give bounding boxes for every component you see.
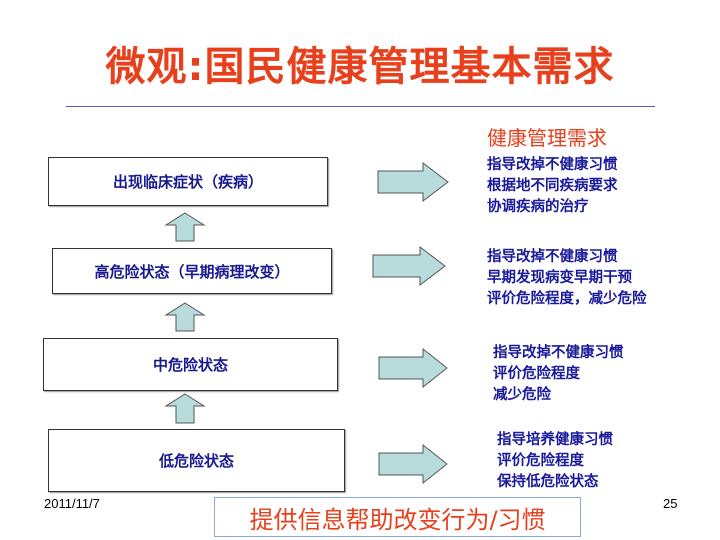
up-arrow-icon — [164, 212, 206, 242]
need-item: 保持低危险状态 — [497, 474, 599, 490]
need-item: 指导改掉不健康习惯 — [487, 249, 618, 265]
need-item: 根据地不同疾病要求 — [487, 178, 618, 194]
up-arrow-icon — [164, 393, 206, 424]
right-arrow-icon — [372, 245, 446, 287]
needs-list-clinical: 指导改掉不健康习惯 根据地不同疾病要求 协调疾病的治疗 — [487, 155, 618, 218]
right-arrow-icon — [378, 443, 448, 485]
state-box-mid-risk: 中危险状态 — [43, 338, 338, 391]
need-item: 协调疾病的治疗 — [487, 199, 589, 215]
title-divider — [66, 106, 655, 107]
footer-callout: 提供信息帮助改变行为/习惯 — [214, 497, 581, 537]
need-item: 减少危险 — [493, 387, 551, 403]
slide-date: 2011/11/7 — [44, 496, 100, 511]
need-item: 评价危险程度 — [497, 453, 584, 469]
need-item: 指导改掉不健康习惯 — [493, 345, 624, 361]
need-item: 评价危险程度，减少危险 — [487, 291, 647, 307]
up-arrow-icon — [164, 302, 206, 332]
slide-title: 微观:国民健康管理基本需求 — [105, 44, 615, 90]
need-item: 指导改掉不健康习惯 — [487, 157, 618, 173]
state-box-high-risk: 高危险状态（早期病理改变） — [52, 248, 332, 294]
needs-header: 健康管理需求 — [487, 126, 607, 150]
right-arrow-icon — [378, 347, 448, 389]
page-number: 25 — [663, 496, 678, 511]
state-box-low-risk: 低危险状态 — [48, 429, 345, 492]
state-box-clinical: 出现临床症状（疾病） — [48, 157, 328, 206]
right-arrow-icon — [377, 161, 449, 203]
needs-list-low-risk: 指导培养健康习惯 评价危险程度 保持低危险状态 — [497, 430, 613, 493]
needs-list-high-risk: 指导改掉不健康习惯 早期发现病变早期干预 评价危险程度，减少危险 — [487, 247, 647, 310]
need-item: 评价危险程度 — [493, 366, 580, 382]
need-item: 指导培养健康习惯 — [497, 432, 613, 448]
need-item: 早期发现病变早期干预 — [487, 270, 632, 286]
needs-list-mid-risk: 指导改掉不健康习惯 评价危险程度 减少危险 — [493, 343, 624, 406]
